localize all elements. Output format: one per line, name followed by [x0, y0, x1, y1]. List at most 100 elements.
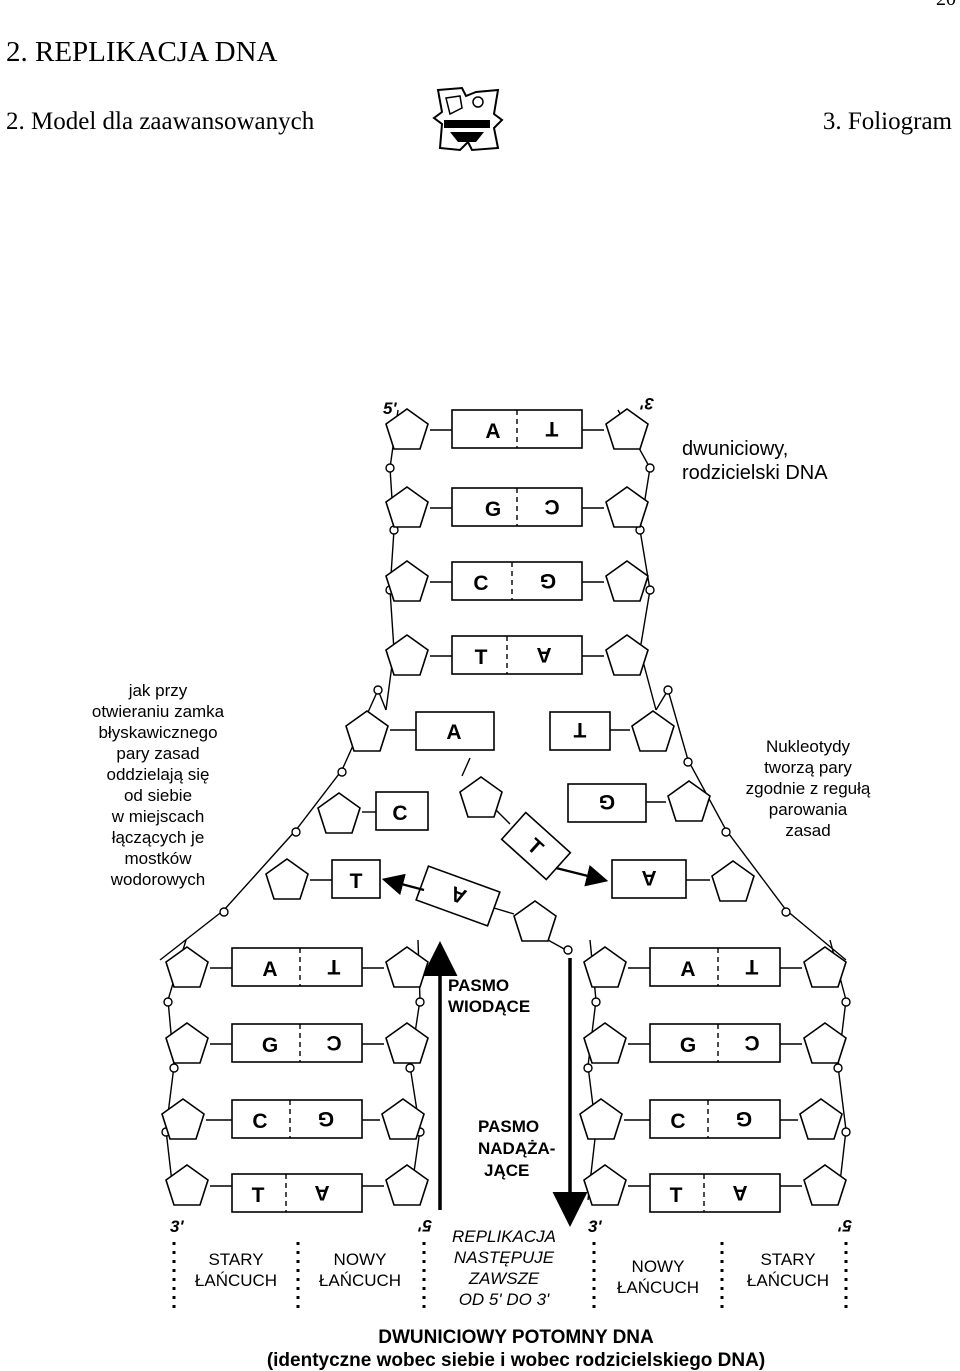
base-right: G: [540, 569, 556, 592]
sugar-icon: [317, 792, 361, 834]
parent-5-prime-end: 5': [383, 399, 397, 418]
sugar-icon: [385, 634, 429, 676]
base-right: A: [641, 866, 656, 889]
replication-fork: jak przy otwieraniu zamka błyskawicznego…: [92, 681, 871, 961]
base-left: T: [252, 1184, 265, 1207]
replication-note: OD 5' DO 3': [459, 1290, 550, 1309]
left-new-strand-label: NOWY: [334, 1250, 387, 1269]
sugar-icon: [605, 560, 649, 602]
sugar-icon: [385, 560, 429, 602]
lagging-strand-label: JĄCE: [484, 1161, 529, 1180]
base-left: G: [485, 498, 501, 521]
replication-note: NASTĘPUJE: [454, 1248, 555, 1267]
sugar-icon: [385, 1164, 429, 1206]
base-left: T: [475, 646, 488, 669]
base-left: G: [262, 1034, 278, 1057]
daughter-caption-title: DWUNICIOWY POTOMNY DNA: [378, 1327, 654, 1348]
base-right: T: [545, 417, 558, 440]
base-right: T: [327, 955, 340, 978]
base-right: T: [745, 955, 758, 978]
lagging-strand-label: PASMO: [478, 1117, 539, 1136]
sugar-icon: [605, 486, 649, 528]
left-old-strand-label: STARY: [208, 1250, 263, 1269]
base-left: A: [680, 958, 695, 981]
svg-text:jak przy: jak przy: [128, 681, 188, 700]
puzzle-logo-icon: [432, 86, 504, 152]
sugar-icon: [161, 1098, 205, 1140]
base-right: G: [736, 1107, 752, 1130]
right-new-strand-label: ŁAŃCUCH: [617, 1278, 699, 1297]
base-right: A: [314, 1181, 329, 1204]
svg-text:pary zasad: pary zasad: [116, 744, 199, 763]
fork-note-left: jak przy otwieraniu zamka błyskawicznego…: [92, 681, 225, 889]
sugar-icon: [605, 408, 649, 450]
leading-strand-label: WIODĄCE: [448, 997, 530, 1016]
svg-text:w miejscach: w miejscach: [111, 807, 205, 826]
replication-note: REPLIKACJA: [452, 1227, 556, 1246]
base-left: A: [485, 420, 500, 443]
svg-text:zasad: zasad: [785, 821, 830, 840]
base-left: T: [350, 870, 363, 893]
section-title: 2. REPLIKACJA DNA: [6, 36, 278, 68]
dna-replication-diagram: 5' 3' dwuniciowy, rodzicielski DNA A T G…: [92, 394, 871, 1371]
sugar-icon: [165, 1164, 209, 1206]
base-left: T: [670, 1184, 683, 1207]
sugar-icon: [385, 1022, 429, 1064]
sugar-icon: [381, 1098, 425, 1140]
base-left: C: [392, 802, 407, 825]
free-base: A: [447, 881, 469, 908]
svg-text:Nukleotydy: Nukleotydy: [766, 737, 851, 756]
sugar-icon: [803, 946, 847, 988]
svg-text:zgodnie z regułą: zgodnie z regułą: [746, 779, 871, 798]
svg-text:parowania: parowania: [769, 800, 848, 819]
svg-text:wodorowych: wodorowych: [110, 870, 206, 889]
right-5-prime-end: 5': [838, 1216, 852, 1235]
sugar-icon: [513, 900, 557, 942]
replication-note: ZAWSZE: [468, 1269, 540, 1288]
svg-text:tworzą pary: tworzą pary: [764, 758, 852, 777]
parent-dna: 5' 3' dwuniciowy, rodzicielski DNA A T G…: [383, 394, 828, 711]
base-right: A: [536, 643, 551, 666]
page-number: 20: [936, 0, 956, 11]
svg-text:oddzielają się: oddzielają się: [106, 765, 209, 784]
svg-text:błyskawicznego: błyskawicznego: [98, 723, 217, 742]
base-right: G: [599, 790, 615, 813]
sugar-icon: [583, 946, 627, 988]
lagging-strand-label: NADĄŻA-: [478, 1139, 555, 1158]
right-new-strand-label: NOWY: [632, 1257, 685, 1276]
sugar-icon: [799, 1098, 843, 1140]
daughter-dna: PASMO WIODĄCE PASMO NADĄŻA- JĄCE A: [161, 939, 852, 1371]
base-right: A: [732, 1181, 747, 1204]
right-old-strand-label: ŁAŃCUCH: [747, 1271, 829, 1290]
svg-text:otwieraniu zamka: otwieraniu zamka: [92, 702, 225, 721]
base-right: C: [326, 1031, 341, 1054]
base-left: C: [670, 1110, 685, 1133]
base-right: G: [318, 1107, 334, 1130]
sugar-icon: [165, 1022, 209, 1064]
base-right: C: [544, 495, 559, 518]
svg-text:mostków: mostków: [124, 849, 192, 868]
base-left: C: [473, 572, 488, 595]
sugar-icon: [631, 710, 675, 752]
base-left: A: [446, 721, 461, 744]
left-5-prime-end: 5': [418, 1216, 432, 1235]
model-title: 2. Model dla zaawansowanych: [6, 108, 315, 135]
left-3-prime-end: 3': [170, 1217, 184, 1236]
sugar-icon: [803, 1164, 847, 1206]
sugar-icon: [265, 858, 309, 900]
sugar-icon: [385, 946, 429, 988]
daughter-caption-subtitle: (identyczne wobec siebie i wobec rodzici…: [267, 1350, 765, 1371]
base-right: C: [744, 1031, 759, 1054]
sugar-icon: [165, 946, 209, 988]
sugar-icon: [579, 1098, 623, 1140]
right-old-strand-label: STARY: [760, 1250, 815, 1269]
sugar-icon: [345, 710, 389, 752]
fork-note-right: Nukleotydy tworzą pary zgodnie z regułą …: [746, 737, 871, 840]
right-daughter: A T G C C G T A: [579, 946, 847, 1213]
sugar-icon: [803, 1022, 847, 1064]
foliogram-label: 3. Foliogram: [822, 108, 952, 135]
sugar-icon: [667, 780, 711, 822]
sugar-icon: [711, 860, 755, 902]
right-3-prime-end: 3': [588, 1217, 602, 1236]
base-left: G: [680, 1034, 696, 1057]
